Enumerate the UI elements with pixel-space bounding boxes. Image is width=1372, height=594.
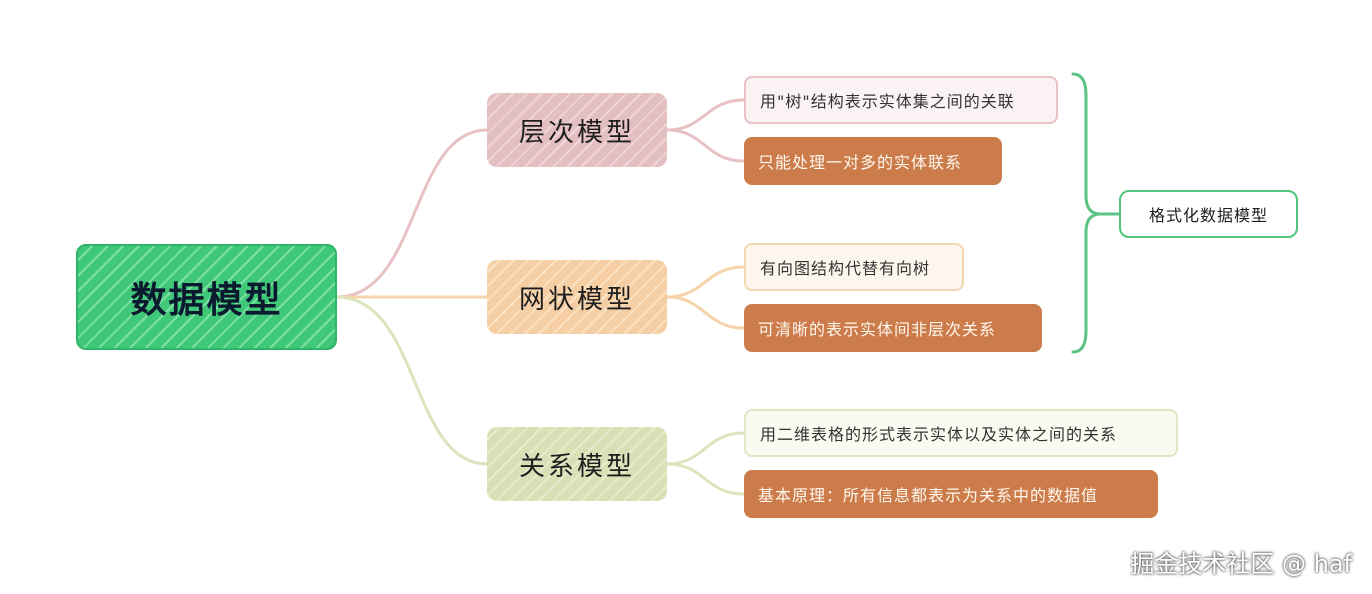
link-rel-item1 <box>665 431 746 466</box>
branch-hierarchical-model[interactable]: 层次模型 <box>487 93 667 167</box>
link-root-layer <box>335 128 489 299</box>
leaf-relational-table[interactable]: 用二维表格的形式表示实体以及实体之间的关系 <box>744 409 1178 457</box>
leaf-hierarchical-one-to-many[interactable]: 只能处理一对多的实体联系 <box>744 137 1002 185</box>
leaf-hierarchical-tree[interactable]: 用"树"结构表示实体集之间的关联 <box>744 76 1058 124</box>
summary-formatted-data-model[interactable]: 格式化数据模型 <box>1119 190 1298 238</box>
leaf-relational-principle[interactable]: 基本原理：所有信息都表示为关系中的数据值 <box>744 470 1158 518</box>
link-rel-item2 <box>665 462 746 496</box>
link-layer-item2 <box>665 128 746 163</box>
leaf-network-digraph[interactable]: 有向图结构代替有向树 <box>744 243 964 291</box>
link-net-item2 <box>665 295 746 330</box>
root-node[interactable]: 数据模型 <box>76 244 337 350</box>
branch-network-model[interactable]: 网状模型 <box>487 260 667 334</box>
link-net-item1 <box>665 265 746 299</box>
summary-brace <box>1071 72 1100 354</box>
branch-relational-model[interactable]: 关系模型 <box>487 427 667 501</box>
link-layer-item1 <box>665 98 746 132</box>
leaf-network-non-hierarchical[interactable]: 可清晰的表示实体间非层次关系 <box>744 304 1042 352</box>
link-root-rel <box>335 295 489 466</box>
watermark: 掘金技术社区 @ haf <box>1130 550 1352 578</box>
